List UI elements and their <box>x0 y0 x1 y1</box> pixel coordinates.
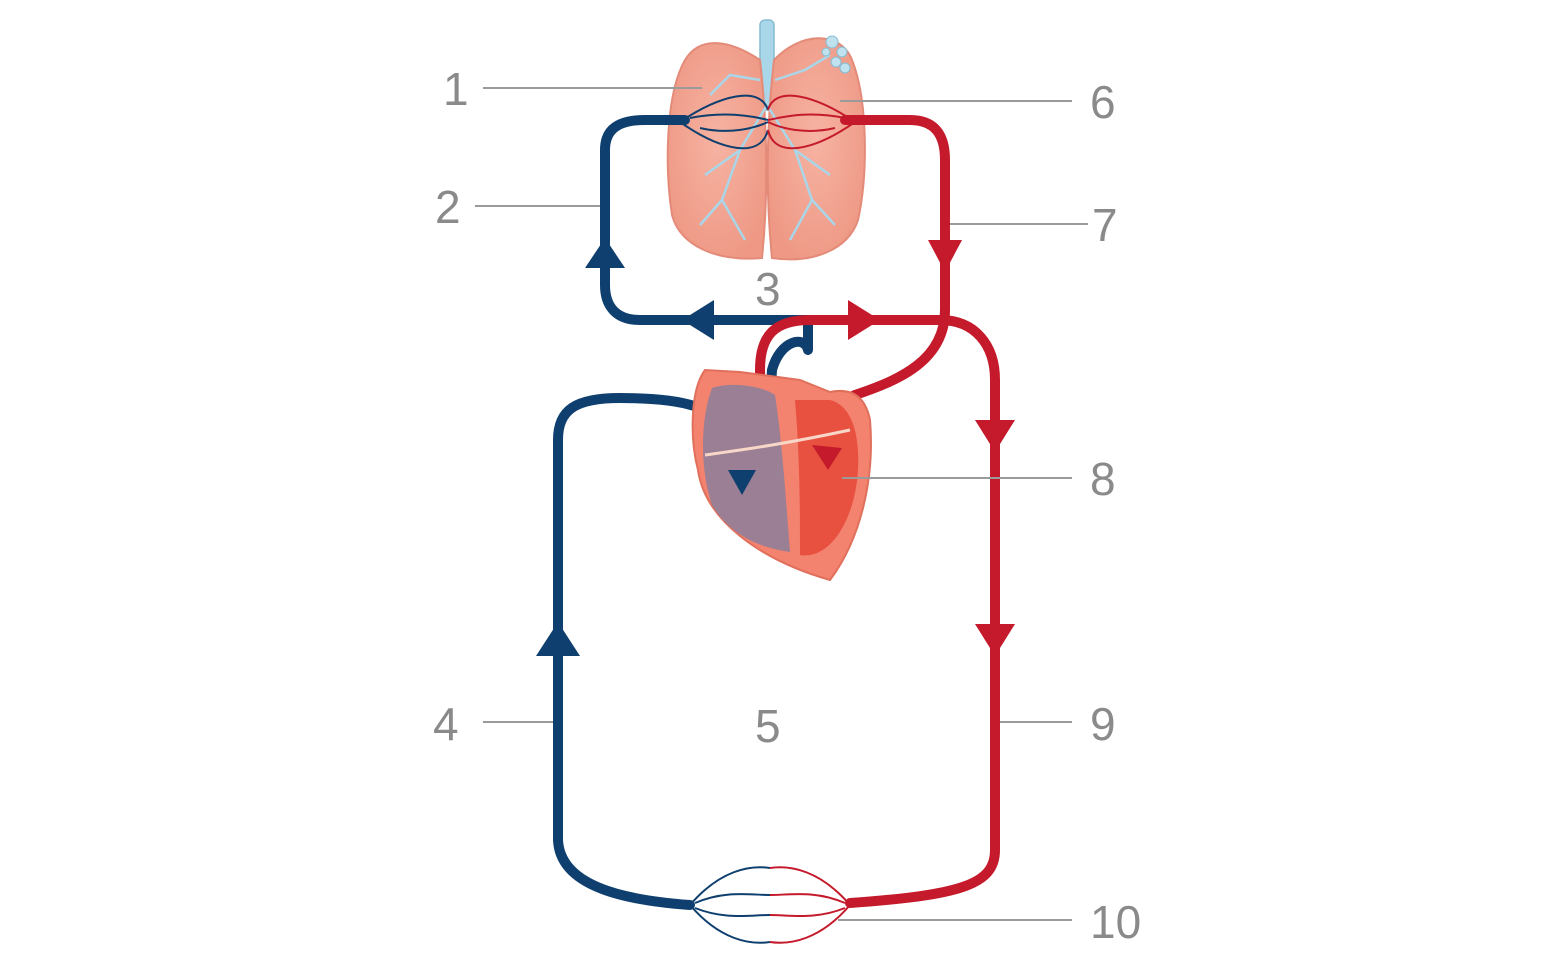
label-8: 8 <box>1090 453 1116 505</box>
right-lung <box>766 37 866 261</box>
label-10: 10 <box>1090 896 1141 948</box>
label-4: 4 <box>433 698 459 750</box>
label-5: 5 <box>755 700 781 752</box>
valve-line <box>704 428 851 457</box>
arrow-right-top <box>848 300 880 340</box>
arrow-left-top <box>682 300 714 340</box>
alveoli <box>821 35 851 74</box>
arrow-down-right-upper <box>928 240 962 272</box>
label-6: 6 <box>1090 76 1116 128</box>
arrow-up-left-upper <box>585 238 625 268</box>
arrow-into-left-ventricle <box>812 445 842 470</box>
arrow-down-right-lower <box>975 624 1015 656</box>
left-lung <box>666 42 768 260</box>
label-2: 2 <box>435 181 461 233</box>
label-7: 7 <box>1092 199 1118 251</box>
arrow-up-left-lower <box>536 622 580 656</box>
lungs <box>666 19 866 261</box>
arrow-into-right-atrium <box>728 470 756 495</box>
number-labels: 1 2 3 4 5 6 7 8 9 10 <box>433 63 1141 948</box>
pulmonary-capillaries <box>679 94 856 150</box>
label-1: 1 <box>443 63 469 115</box>
label-3: 3 <box>755 263 781 315</box>
systemic-capillaries <box>689 866 851 944</box>
leader-lines <box>475 87 1088 921</box>
bronchi <box>699 53 836 241</box>
pulmonary-artery-path <box>600 115 813 485</box>
heart <box>691 368 872 582</box>
right-chambers <box>703 384 790 552</box>
flow-arrows <box>536 238 1015 656</box>
arrow-down-right-mid <box>975 420 1015 452</box>
label-9: 9 <box>1090 698 1116 750</box>
